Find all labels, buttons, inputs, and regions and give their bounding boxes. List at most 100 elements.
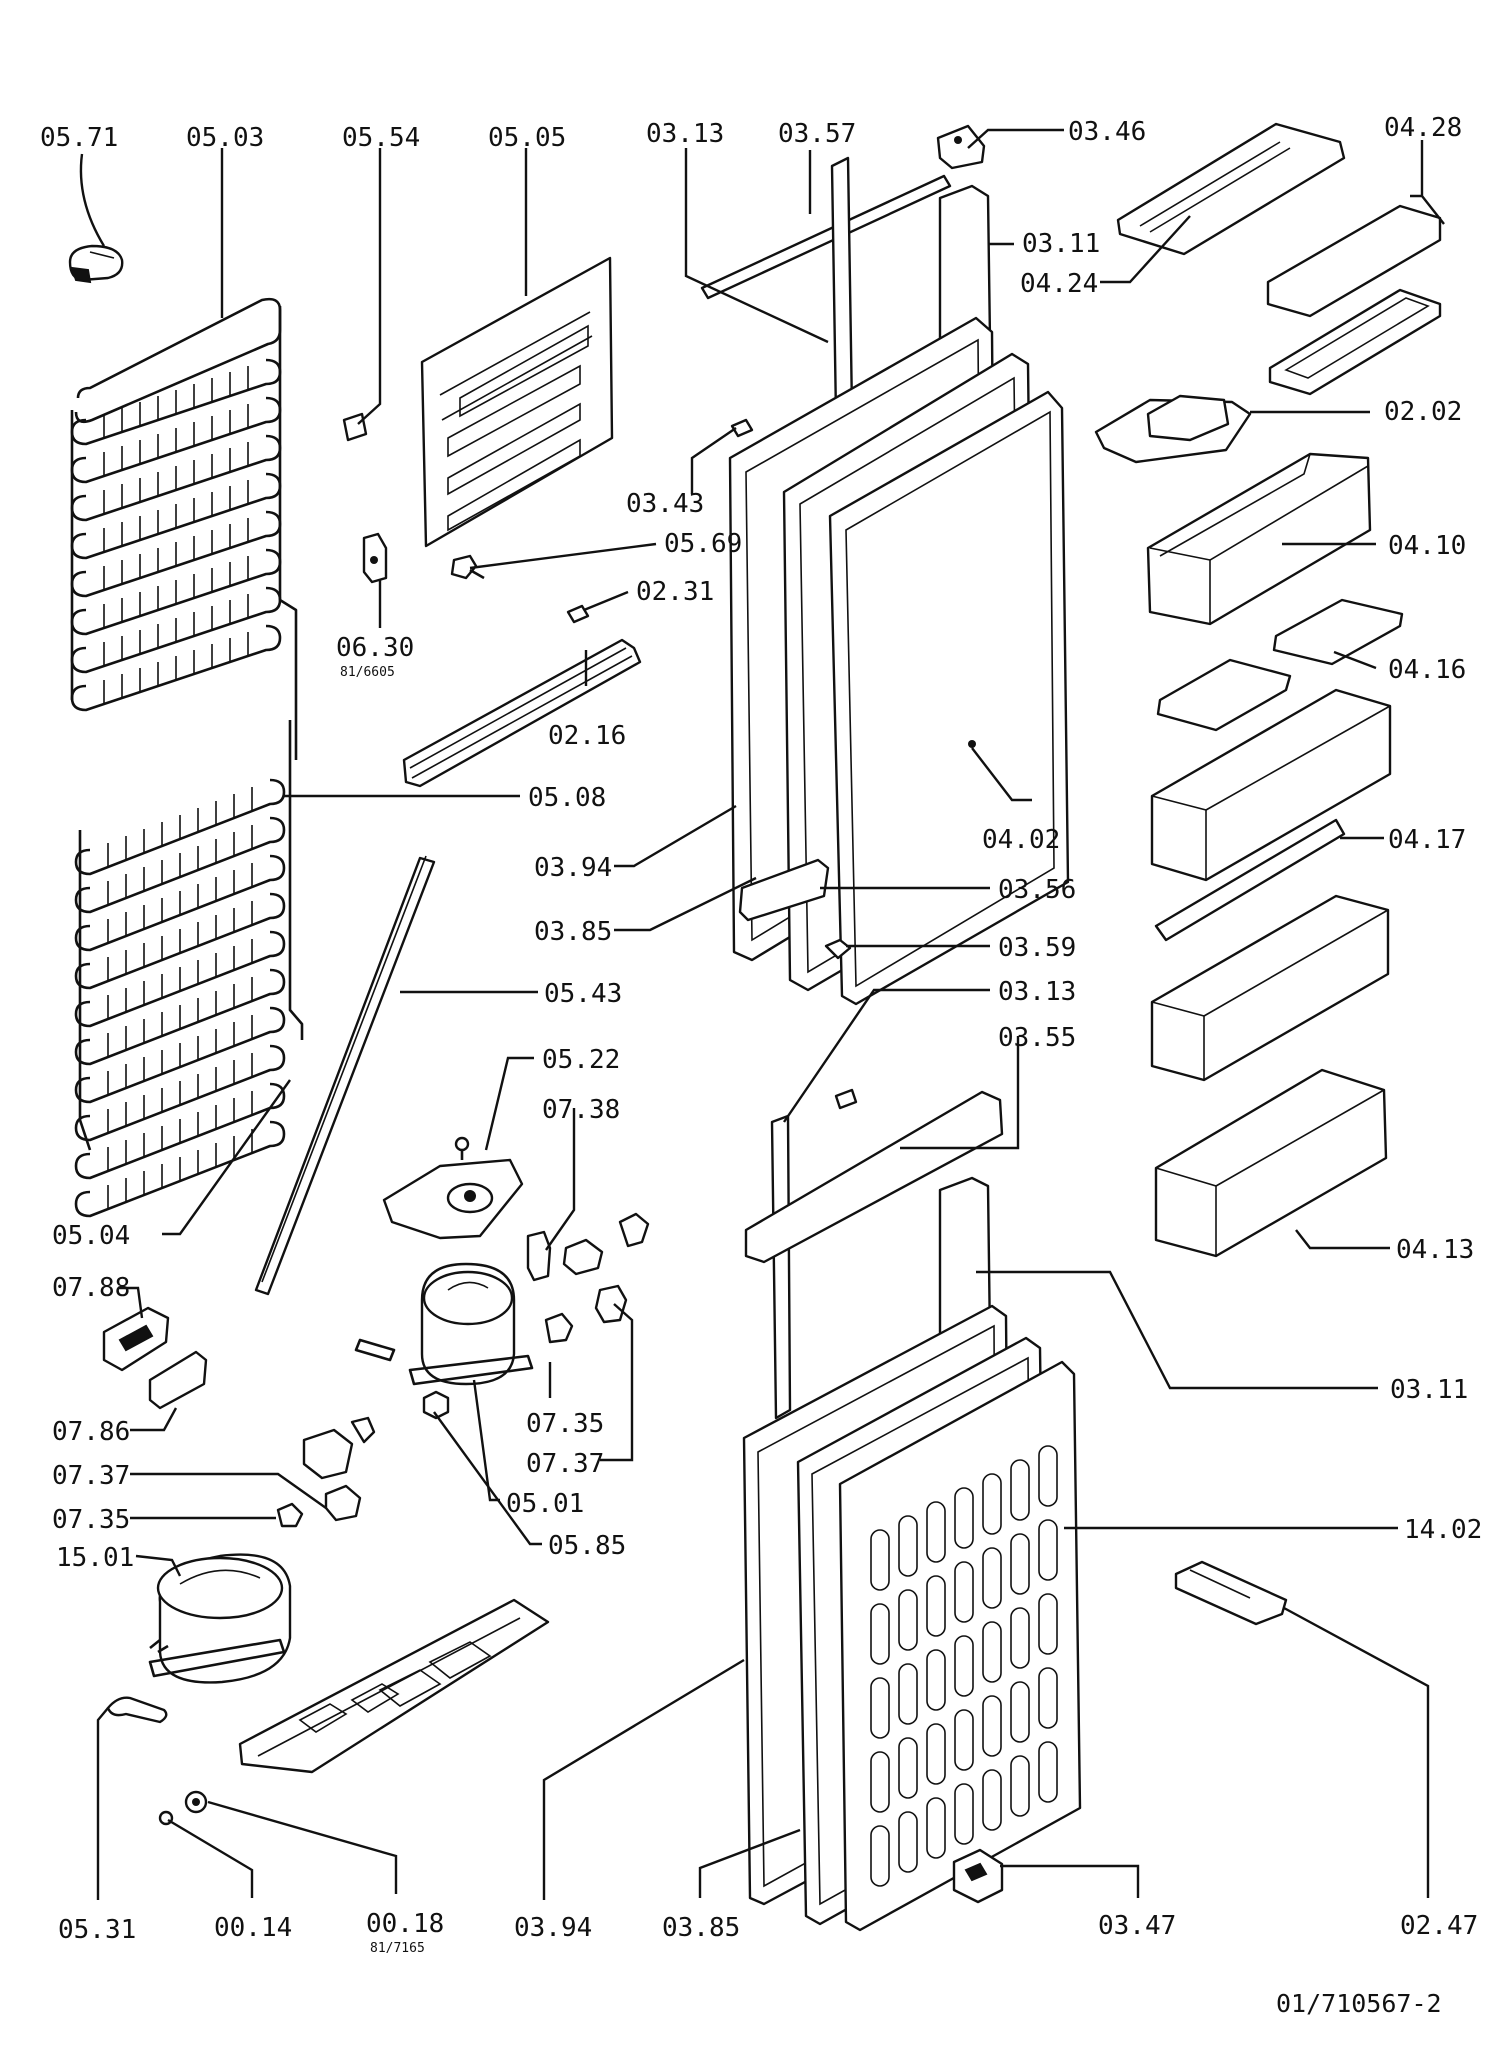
part-00-18 bbox=[184, 1790, 208, 1814]
sublabel-06-30: 81/6605 bbox=[340, 665, 395, 680]
label-03-59: 03.59 bbox=[998, 933, 1076, 963]
label-07-86: 07.86 bbox=[52, 1417, 130, 1447]
part-02-31 bbox=[566, 604, 590, 624]
part-15-01-compressor bbox=[148, 1553, 292, 1684]
label-00-18: 00.18 bbox=[366, 1909, 444, 1939]
part-14-02-freezer-door-panel bbox=[838, 1360, 1082, 1932]
part-03-46-hinge bbox=[936, 124, 986, 170]
part-03-59 bbox=[824, 938, 852, 960]
part-02-47 bbox=[1174, 1560, 1288, 1626]
part-04-13-shelf bbox=[1154, 1068, 1388, 1258]
label-03-94-upper: 03.94 bbox=[534, 853, 612, 883]
label-05-69: 05.69 bbox=[664, 529, 742, 559]
label-02-47: 02.47 bbox=[1400, 1911, 1478, 1941]
part-05-01-compressor bbox=[354, 1262, 534, 1386]
label-03-57: 03.57 bbox=[778, 119, 856, 149]
label-03-46: 03.46 bbox=[1068, 117, 1146, 147]
label-03-13-lower: 03.13 bbox=[998, 977, 1076, 1007]
part-05-43-rod bbox=[254, 855, 436, 1296]
part-04-10-shelf bbox=[1146, 452, 1372, 626]
label-03-13-top: 03.13 bbox=[646, 119, 724, 149]
part-03-56-bottom-rail bbox=[738, 858, 830, 922]
part-04-28-tray bbox=[1266, 204, 1442, 396]
part-07-35-upper bbox=[544, 1312, 574, 1344]
part-07-38 bbox=[526, 1212, 650, 1282]
label-07-35-upper: 07.35 bbox=[526, 1409, 604, 1439]
label-15-01: 15.01 bbox=[56, 1543, 134, 1573]
label-03-11-lower: 03.11 bbox=[1390, 1375, 1468, 1405]
part-03-47 bbox=[952, 1848, 1004, 1904]
label-04-16: 04.16 bbox=[1388, 655, 1466, 685]
part-02-16-strip bbox=[402, 638, 642, 788]
label-03-43: 03.43 bbox=[626, 489, 704, 519]
label-03-85-lower: 03.85 bbox=[662, 1913, 740, 1943]
label-07-37-right: 07.37 bbox=[526, 1449, 604, 1479]
part-07-35-lower bbox=[276, 1502, 304, 1528]
part-05-71 bbox=[68, 244, 124, 284]
part-05-08-condenser-lower bbox=[74, 720, 304, 1218]
label-05-43: 05.43 bbox=[544, 979, 622, 1009]
label-04-02: 04.02 bbox=[982, 825, 1060, 855]
part-relay-cover bbox=[302, 1416, 376, 1480]
label-03-55: 03.55 bbox=[998, 1023, 1076, 1053]
part-07-88 bbox=[102, 1306, 170, 1372]
part-05-05-evaporator-plate bbox=[420, 256, 614, 548]
sublabel-00-18: 81/7165 bbox=[370, 1941, 425, 1956]
label-05-54: 05.54 bbox=[342, 123, 420, 153]
part-small-clip-lower bbox=[834, 1088, 858, 1110]
label-00-14: 00.14 bbox=[214, 1913, 292, 1943]
part-05-85 bbox=[422, 1390, 450, 1420]
label-05-08: 05.08 bbox=[528, 783, 606, 813]
part-06-30 bbox=[362, 532, 388, 584]
leader-lines bbox=[79, 128, 1445, 1900]
part-07-86 bbox=[148, 1350, 208, 1410]
label-05-04: 05.04 bbox=[52, 1221, 130, 1251]
part-base-plate bbox=[238, 1598, 550, 1774]
part-03-43 bbox=[730, 418, 754, 438]
part-shelf-middle bbox=[1150, 894, 1390, 1082]
label-07-35-lower: 07.35 bbox=[52, 1505, 130, 1535]
part-05-31 bbox=[106, 1696, 168, 1724]
part-04-02-upper-door-panel bbox=[828, 390, 1070, 1006]
label-05-71: 05.71 bbox=[40, 123, 118, 153]
label-04-13: 04.13 bbox=[1396, 1235, 1474, 1265]
part-04-16-egg-tray-b bbox=[1156, 658, 1292, 732]
part-02-02-cover bbox=[1094, 394, 1252, 464]
label-03-94-lower: 03.94 bbox=[514, 1913, 592, 1943]
label-14-02: 14.02 bbox=[1404, 1515, 1482, 1545]
label-03-11-top: 03.11 bbox=[1022, 229, 1100, 259]
part-03-13-lower-rail bbox=[770, 1114, 792, 1420]
part-05-22-bracket bbox=[382, 1136, 524, 1240]
part-labels: 05.71 05.03 05.54 05.05 03.13 03.57 03.4… bbox=[40, 113, 1482, 2018]
label-02-16: 02.16 bbox=[548, 721, 626, 751]
part-03-55-crossbar bbox=[744, 1090, 1004, 1264]
label-03-56: 03.56 bbox=[998, 875, 1076, 905]
label-03-85-upper: 03.85 bbox=[534, 917, 612, 947]
label-04-28: 04.28 bbox=[1384, 113, 1462, 143]
label-05-03: 05.03 bbox=[186, 123, 264, 153]
label-05-01: 05.01 bbox=[506, 1489, 584, 1519]
label-02-02: 02.02 bbox=[1384, 397, 1462, 427]
label-04-24: 04.24 bbox=[1020, 269, 1098, 299]
part-07-37-lower bbox=[324, 1484, 362, 1522]
label-03-47: 03.47 bbox=[1098, 1911, 1176, 1941]
label-04-17: 04.17 bbox=[1388, 825, 1466, 855]
part-05-03-condenser-upper bbox=[70, 297, 298, 760]
label-05-31: 05.31 bbox=[58, 1915, 136, 1945]
label-07-37-left: 07.37 bbox=[52, 1461, 130, 1491]
part-05-54 bbox=[342, 412, 368, 442]
part-03-13-upper-rail bbox=[830, 156, 854, 418]
part-07-37-upper bbox=[594, 1284, 628, 1324]
label-04-10: 04.10 bbox=[1388, 531, 1466, 561]
label-05-05: 05.05 bbox=[488, 123, 566, 153]
part-05-69-screw bbox=[450, 554, 485, 580]
label-07-88: 07.88 bbox=[52, 1273, 130, 1303]
label-02-31: 02.31 bbox=[636, 577, 714, 607]
drawing-number: 01/710567-2 bbox=[1276, 1989, 1442, 2018]
label-05-85: 05.85 bbox=[548, 1531, 626, 1561]
label-07-38: 07.38 bbox=[542, 1095, 620, 1125]
part-04-17-shelf bbox=[1150, 688, 1392, 942]
label-06-30: 06.30 bbox=[336, 633, 414, 663]
part-03-57-hinge-bar bbox=[700, 174, 952, 300]
